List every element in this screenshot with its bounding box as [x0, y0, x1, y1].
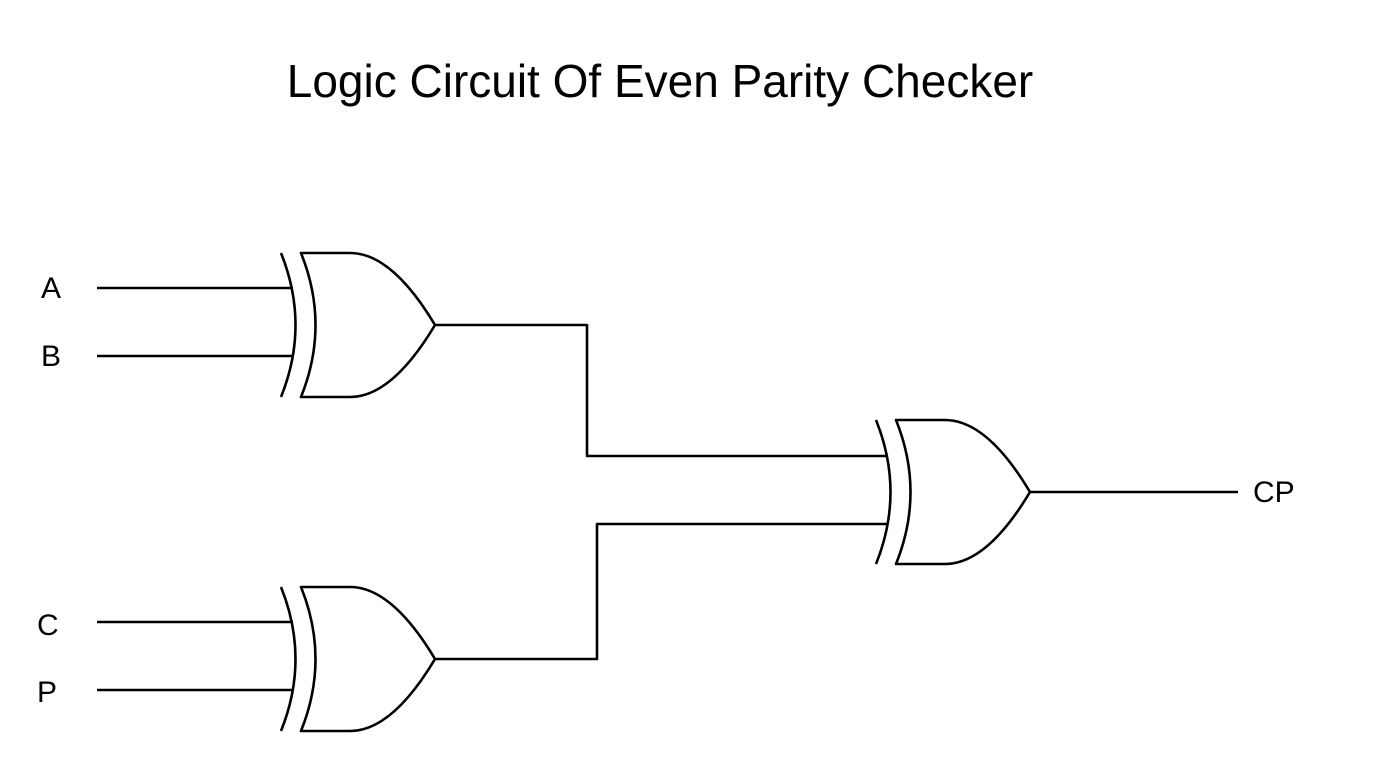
- xor-gate-2: [279, 585, 437, 733]
- input-label-p: P: [37, 676, 57, 709]
- xor-gate-3: [874, 418, 1032, 566]
- wire-gate2-to-gate3: [435, 522, 888, 661]
- input-label-b: B: [41, 340, 61, 373]
- output-label-cp: CP: [1253, 476, 1295, 509]
- xor-gate-3-back-arc: [874, 419, 892, 565]
- wire-gate1-to-gate3: [435, 323, 888, 458]
- xor-gate-3-body: [894, 418, 1032, 566]
- input-label-c: C: [37, 609, 59, 642]
- xor-gate-1: [279, 251, 437, 399]
- xor-gate-2-back-arc: [279, 586, 297, 732]
- xor-gate-1-body: [299, 251, 437, 399]
- input-label-a: A: [41, 272, 61, 305]
- diagram-title: Logic Circuit Of Even Parity Checker: [286, 55, 1034, 107]
- xor-gate-1-back-arc: [279, 252, 297, 398]
- xor-gate-2-body: [299, 585, 437, 733]
